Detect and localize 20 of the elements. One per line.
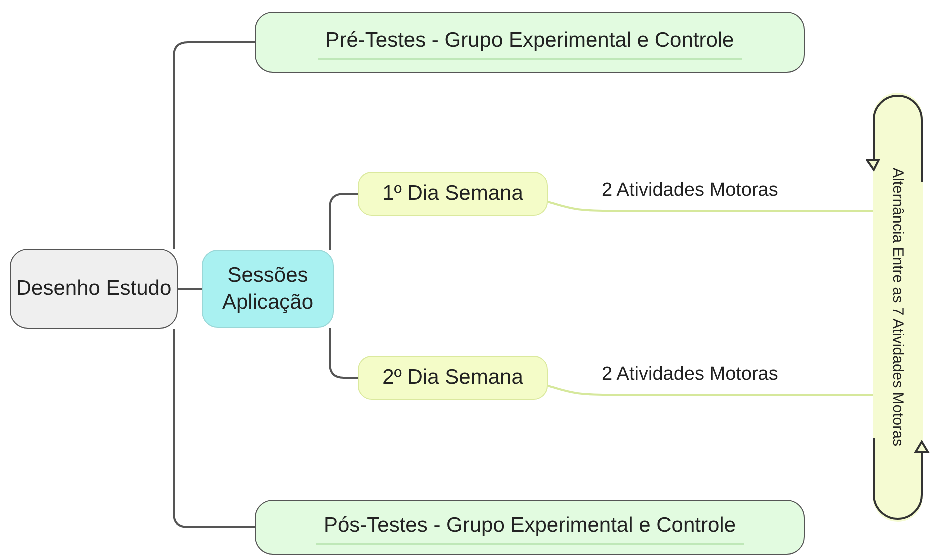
topic-label: Pós-Testes - Grupo Experimental e Controle xyxy=(316,514,744,545)
topic-label: 1º Dia Semana xyxy=(382,182,524,206)
connector-line xyxy=(173,329,255,528)
connector-line xyxy=(329,328,358,379)
topic-box xyxy=(202,250,334,328)
topic-label: Sessões Aplicação xyxy=(221,262,315,316)
topic-label: Desenho Estudo xyxy=(16,276,172,302)
subtopic-box xyxy=(358,172,548,216)
vertical-label: Alternância Entre as 7 Atividades Motoras xyxy=(890,168,906,447)
topic-box xyxy=(255,12,805,73)
connector-line xyxy=(173,42,255,249)
connector-line xyxy=(548,201,873,212)
connector-line xyxy=(329,193,358,250)
root-topic-box xyxy=(10,249,178,329)
topic-label: Pré-Testes - Grupo Experimental e Controle xyxy=(318,29,742,60)
topic-box xyxy=(255,500,805,555)
connector-line xyxy=(548,385,873,396)
subtopic-box xyxy=(358,356,548,400)
connector-line xyxy=(178,288,202,290)
topic-label: 2º Dia Semana xyxy=(382,366,524,390)
